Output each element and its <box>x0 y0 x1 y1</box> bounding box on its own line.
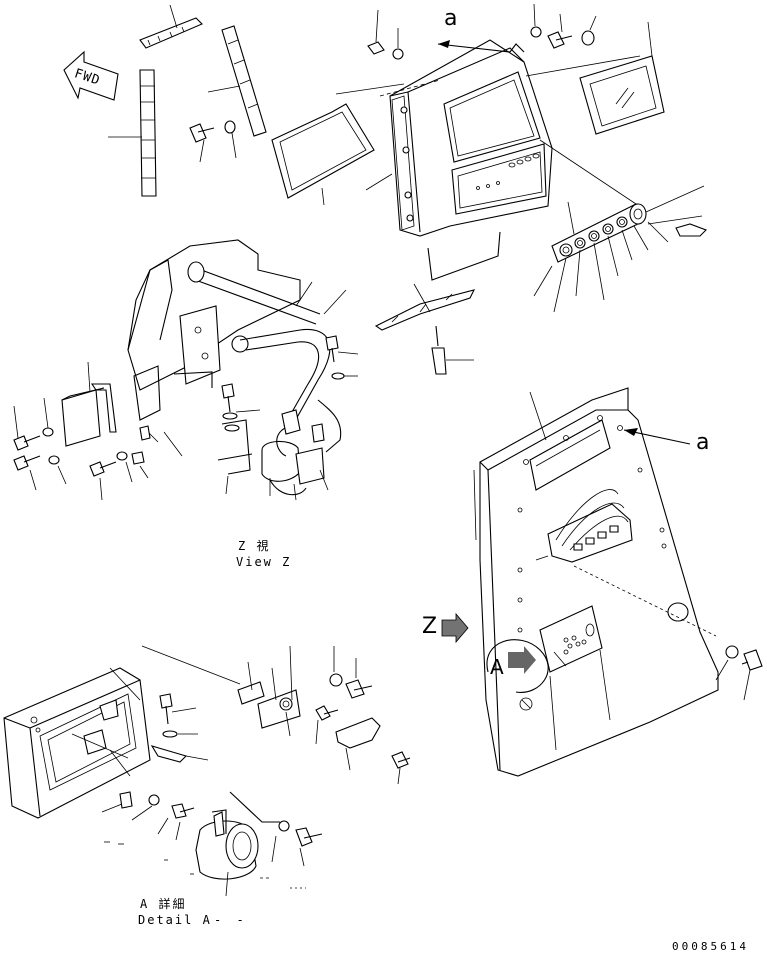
view-label-a-right: a <box>696 430 710 455</box>
top-left-group <box>64 5 374 205</box>
steering-frame <box>92 240 358 456</box>
top-trim <box>140 18 202 48</box>
switch-plate <box>534 186 706 312</box>
diagonal-trim <box>222 26 266 136</box>
view-arrow-icon <box>442 614 468 642</box>
main-panel <box>474 388 762 776</box>
cover-plate <box>376 232 500 374</box>
view-z-caption-en: View Z <box>236 555 292 569</box>
left-vertical-trim <box>140 70 156 196</box>
view-z-marker: Z <box>422 614 438 639</box>
detail-a-bracket <box>238 646 410 784</box>
detail-a-dashes: - - <box>214 913 248 927</box>
relay-assembly <box>14 362 150 500</box>
detail-a-panel <box>4 646 240 840</box>
bolt-washer-left <box>190 121 236 162</box>
detail-a-motor <box>104 792 322 896</box>
left-window-glass <box>272 104 374 205</box>
detail-a-marker: A <box>490 655 504 679</box>
fwd-arrow-icon <box>64 52 118 100</box>
right-window-glass <box>580 22 664 134</box>
top-hardware <box>368 4 596 59</box>
cab-housing <box>336 40 640 236</box>
view-z-caption-jp: Z 視 <box>238 539 271 553</box>
harness-connector <box>218 400 341 500</box>
detail-arrow-icon <box>487 640 548 693</box>
detail-a-caption-en: Detail A <box>138 913 212 927</box>
detail-a-caption-jp: A 詳細 <box>140 897 187 911</box>
view-label-a-top: a <box>444 6 458 31</box>
document-number: 00085614 <box>672 940 749 953</box>
